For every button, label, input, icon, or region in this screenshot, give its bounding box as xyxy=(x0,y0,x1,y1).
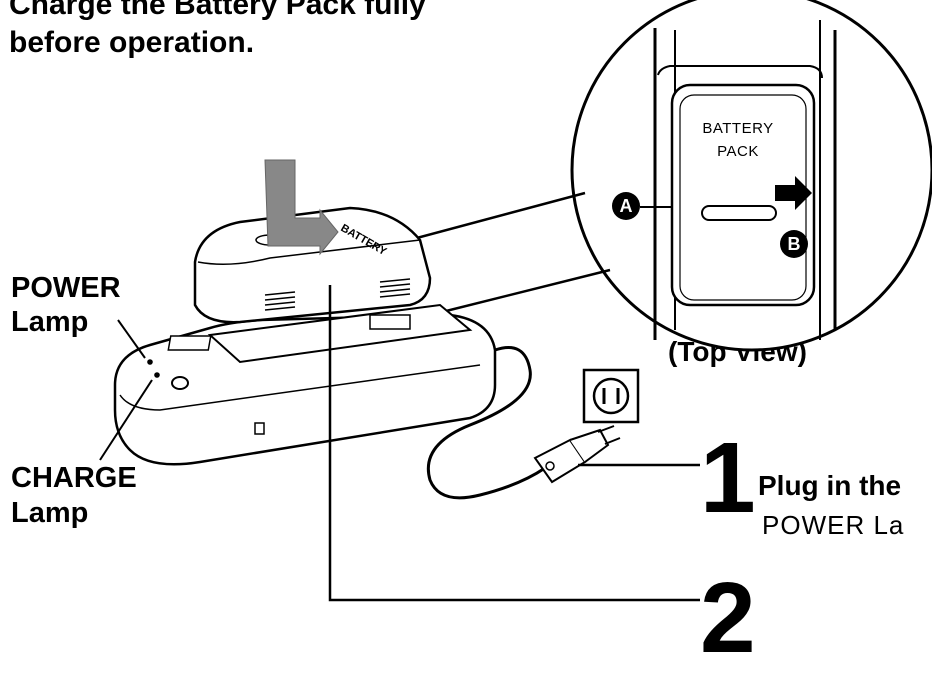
step-1-text: Plug in the xyxy=(758,470,902,501)
marker-a-icon xyxy=(612,192,640,220)
marker-b-label: B xyxy=(788,234,801,254)
charger-base xyxy=(113,303,497,466)
battery-label-line-2: PACK xyxy=(717,143,759,160)
battery-label-line-1: BATTERY xyxy=(702,120,773,137)
marker-b-icon xyxy=(780,230,808,258)
power-lamp-label-line-1: POWER xyxy=(11,272,121,304)
wall-outlet-icon xyxy=(582,368,640,424)
power-lamp-pointer xyxy=(117,319,146,359)
step-2-number: 2 xyxy=(700,562,756,674)
magnified-top-view: BATTERY PACK A B xyxy=(371,0,932,352)
battery-pack-top xyxy=(670,83,816,307)
power-lamp-label-line-2: Lamp xyxy=(11,306,89,338)
marker-a-label: A xyxy=(620,196,633,216)
power-cord xyxy=(426,346,546,500)
power-lamp-icon xyxy=(147,359,153,365)
charger-illustration: BATTERY PACK A B BATTERY xyxy=(99,0,932,602)
heading-line-1: Charge the Battery Pack fully xyxy=(9,0,426,21)
insert-arrow-icon xyxy=(264,159,339,256)
charge-lamp-pointer xyxy=(99,379,153,461)
plug-icon xyxy=(533,425,621,484)
charge-lamp-icon xyxy=(154,372,160,378)
step-2-leader-line xyxy=(328,285,700,602)
step-1-number: 1 xyxy=(700,422,756,534)
charge-lamp-label-line-1: CHARGE xyxy=(11,462,137,494)
arrow-right-icon xyxy=(775,176,812,210)
step-1-subtext: POWER La xyxy=(762,510,905,540)
charge-lamp-label-line-2: Lamp xyxy=(11,497,89,529)
heading-line-2: before operation. xyxy=(9,26,255,59)
